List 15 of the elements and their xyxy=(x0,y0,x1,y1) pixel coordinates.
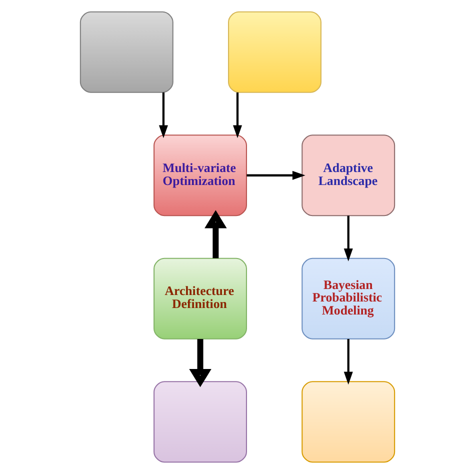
arrow xyxy=(188,339,211,388)
node-box: Adaptive Landscape xyxy=(301,134,395,216)
arrow xyxy=(246,170,305,180)
node-box: Bayesian Probabilistic Modeling xyxy=(301,258,395,340)
node-box xyxy=(79,11,173,93)
arrow xyxy=(204,210,226,258)
node-box xyxy=(153,381,246,463)
arrow xyxy=(343,339,352,385)
arrow xyxy=(343,216,352,262)
arrow xyxy=(232,92,242,138)
node-box: Multi-variate Optimization xyxy=(153,134,246,216)
node-box xyxy=(228,11,321,93)
node-box xyxy=(301,381,395,463)
arrow xyxy=(158,92,168,138)
node-box: Architecture Definition xyxy=(153,258,246,340)
